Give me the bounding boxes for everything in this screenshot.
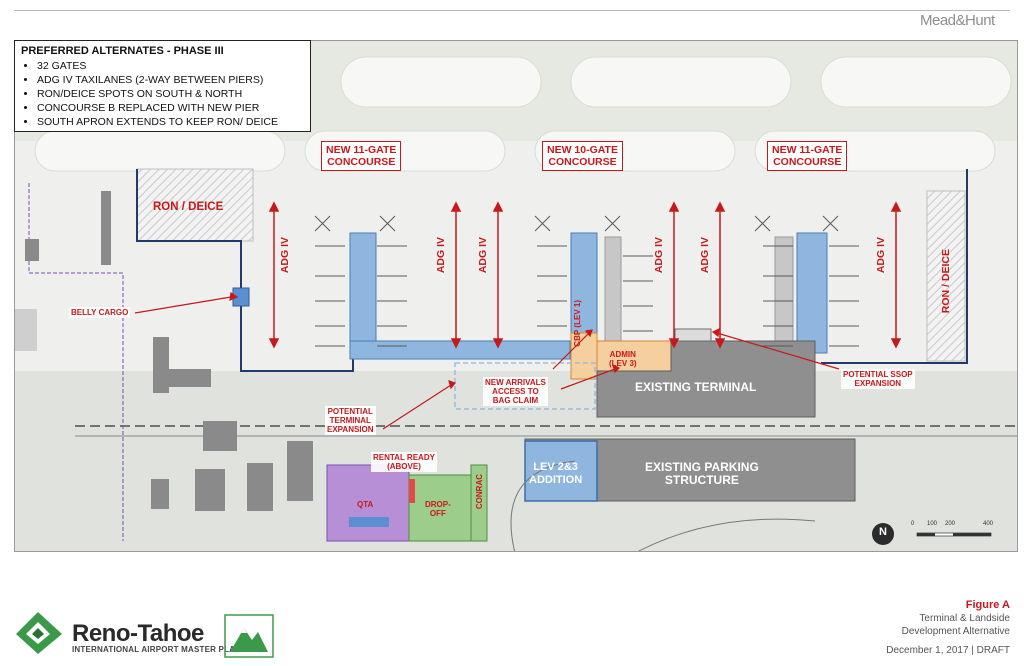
scale-bar [916,532,992,537]
connector-west [349,340,571,360]
building [153,337,169,393]
building [195,469,225,511]
reno-tahoe-logo: Reno-Tahoe [72,620,204,647]
mountain-icon [224,614,274,658]
building [101,191,111,265]
building [15,309,37,351]
interchange-ramp [637,518,816,551]
qta-label: QTA [357,500,374,509]
ron-deice-west-label: RON / DEICE [153,201,224,213]
adg-iv-label: ADG IV [477,237,489,274]
building [287,441,313,501]
master-plan-subtitle: INTERNATIONAL AIRPORT MASTER PLAN [72,645,242,654]
leader-lines [134,291,840,430]
existing-pier [774,236,794,348]
north-arrow-label: N [879,526,887,538]
property-line [28,183,124,541]
legend-item: CONCOURSE B REPLACED WITH NEW PIER [37,101,304,115]
north-arrow [872,523,894,545]
conrac-label: CONRAC [475,474,484,510]
scale-tick: 100 [927,521,938,527]
cbp-label: CBP (LEV 1) [573,300,582,347]
reno-tahoe-emblem [16,612,62,654]
legend-item: 32 GATES [37,59,304,73]
legend-box: PREFERRED ALTERNATES - PHASE III 32 GATE… [14,40,311,132]
grass-island [34,130,286,172]
building [203,421,237,451]
building [167,369,211,387]
legend-list: 32 GATES ADG IV TAXILANES (2-WAY BETWEEN… [21,59,304,129]
building [25,239,39,261]
drop-off-area [408,474,472,542]
apron-boundary-east [821,169,968,364]
belly-cargo-label: BELLY CARGO [69,307,131,318]
legend-title: PREFERRED ALTERNATES - PHASE III [21,45,224,57]
qta-facility [349,517,389,527]
adg-iv-label: ADG IV [279,237,291,274]
ron-deice-east-label: RON / DEICE [940,249,952,314]
ssop-expansion-area [674,328,712,342]
drop-off-label: DROP-OFF [425,500,451,518]
figure-date: December 1, 2017 | DRAFT [886,645,1010,656]
admin-label: ADMIN(LEV 3) [609,350,637,368]
scale-tick: 0 [911,521,915,527]
legend-item: RON/DEICE SPOTS ON SOUTH & NORTH [37,87,304,101]
legend-item: ADG IV TAXILANES (2-WAY BETWEEN PIERS) [37,73,304,87]
grass-island [820,56,1012,108]
ron-deice-west-area [136,168,254,242]
qta-area [326,464,410,542]
adg-iv-label: ADG IV [653,237,665,274]
adg-iv-label: ADG IV [699,237,711,274]
rental-ready-label: RENTAL READY(ABOVE) [371,452,437,472]
mead-hunt-logo: Mead&Hunt [920,12,995,29]
concourse-east [796,232,828,354]
figure-title: Terminal & Landside Development Alternat… [901,613,1010,637]
legend-item: SOUTH APRON EXTENDS TO KEEP RON/ DEICE [37,115,304,129]
taxilane-arrows [268,201,902,349]
adg-iv-label: ADG IV [875,237,887,274]
adg-iv-label: ADG IV [435,237,447,274]
potential-terminal-expansion [454,362,596,410]
existing-terminal-label: EXISTING TERMINAL [635,380,757,394]
scale-tick: 400 [983,521,994,527]
conrac-area [470,464,488,542]
interchange-ramp [510,460,576,551]
header-rule [14,10,1010,11]
lev-addition [524,440,598,502]
scale-tick: 200 [945,521,956,527]
ron-deice-east-area [926,190,966,362]
grass-island [340,56,542,108]
concourse-west [349,232,377,360]
figure-label: Figure A [965,599,1010,611]
existing-terminal [596,340,816,418]
building [151,479,169,509]
grass-island [570,56,792,108]
rental-ready-marker [409,479,415,503]
existing-pier [604,236,622,344]
aircraft-gates [314,215,859,347]
building [247,463,273,511]
